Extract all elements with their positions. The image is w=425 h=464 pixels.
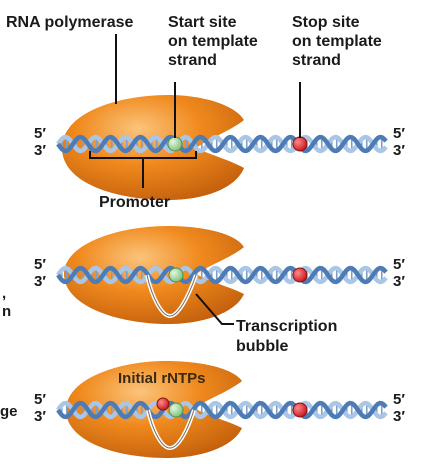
cropped-text-fragment: ge bbox=[0, 403, 18, 420]
left-5-prime: 5′ bbox=[34, 391, 46, 408]
panel-initial-transcribing-complex: Initial rNTPs 5′ 3′ 5′ 3′ ge bbox=[0, 361, 405, 458]
stop-site-line-2: on template bbox=[292, 33, 382, 50]
stop-site-marker bbox=[292, 136, 308, 152]
left-3-prime: 3′ bbox=[34, 408, 46, 425]
cropped-text-fragment: , bbox=[2, 285, 6, 302]
promoter-label: Promoter bbox=[99, 194, 170, 211]
start-site-line-3: strand bbox=[168, 52, 217, 69]
start-site-marker bbox=[168, 267, 184, 283]
dna-duplex bbox=[56, 400, 388, 420]
template-strand-bubble-edge bbox=[147, 409, 195, 449]
panel-open-complex: Transcription bubble 5′ 3′ 5′ 3′ , n bbox=[2, 226, 405, 355]
transcription-bubble-leader bbox=[195, 293, 234, 325]
dna-duplex bbox=[56, 134, 388, 154]
stop-site-line-1: Stop site bbox=[292, 14, 360, 31]
left-3-prime: 3′ bbox=[34, 273, 46, 290]
right-5-prime: 5′ bbox=[393, 391, 405, 408]
rna-polymerase-label: RNA polymerase bbox=[6, 14, 134, 31]
stop-site-marker bbox=[292, 267, 308, 283]
initial-rntps-label: Initial rNTPs bbox=[118, 370, 206, 387]
dna-strand-dark bbox=[56, 265, 388, 285]
dna-strand-dark bbox=[56, 400, 388, 420]
rna-polymerase-body bbox=[64, 226, 244, 324]
initial-rntp-marker bbox=[156, 397, 170, 411]
rna-polymerase-body bbox=[66, 361, 242, 458]
start-site-marker bbox=[168, 402, 184, 418]
transcription-bubble-line-2: bubble bbox=[236, 338, 289, 355]
cropped-text-fragment: n bbox=[2, 303, 11, 320]
right-5-prime: 5′ bbox=[393, 256, 405, 273]
left-5-prime: 5′ bbox=[34, 125, 46, 142]
stop-site-line-3: strand bbox=[292, 52, 341, 69]
dna-strand-dark bbox=[56, 134, 388, 154]
stop-site-label: Stop site on template strand bbox=[292, 14, 386, 69]
right-3-prime: 3′ bbox=[393, 408, 405, 425]
start-site-marker bbox=[167, 136, 183, 152]
start-site-label: Start site on template strand bbox=[168, 14, 262, 69]
right-3-prime: 3′ bbox=[393, 142, 405, 159]
left-5-prime: 5′ bbox=[34, 256, 46, 273]
right-3-prime: 3′ bbox=[393, 273, 405, 290]
stop-site-marker bbox=[292, 402, 308, 418]
start-site-line-1: Start site bbox=[168, 14, 237, 31]
left-3-prime: 3′ bbox=[34, 142, 46, 159]
template-strand-bubble-edge bbox=[146, 274, 197, 317]
transcription-bubble-label: Transcription bubble bbox=[236, 318, 342, 355]
right-5-prime: 5′ bbox=[393, 125, 405, 142]
dna-duplex bbox=[56, 265, 388, 285]
transcription-bubble-line-1: Transcription bbox=[236, 318, 337, 335]
panel-closed-complex: RNA polymerase Start site on template st… bbox=[6, 14, 405, 211]
start-site-line-2: on template bbox=[168, 33, 258, 50]
